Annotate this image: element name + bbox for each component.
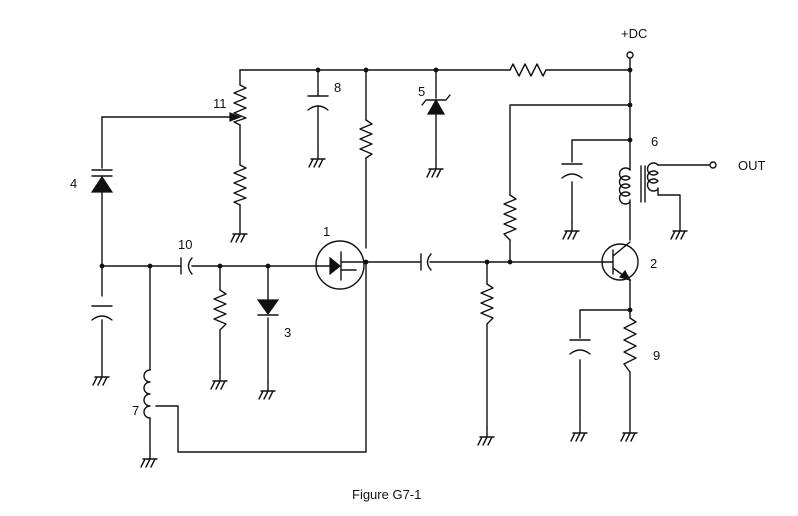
emitter-capacitor — [569, 339, 591, 355]
ground-icon — [210, 371, 228, 390]
label-6: 6 — [651, 134, 658, 149]
diode-3 — [256, 299, 280, 316]
label-8: 8 — [334, 80, 341, 95]
transformer-6 — [618, 162, 659, 205]
label-5: 5 — [418, 84, 425, 99]
base-bias-resistor — [503, 194, 517, 241]
bus-resistor — [509, 63, 547, 77]
label-11: 11 — [213, 96, 227, 111]
coupling-capacitor — [420, 253, 432, 271]
collector-capacitor — [561, 163, 583, 179]
gate-resistor — [213, 289, 227, 331]
inductor-7 — [143, 369, 151, 419]
potentiometer-11 — [229, 84, 247, 126]
dc-supply-terminal — [626, 51, 634, 59]
supply-label: +DC — [621, 26, 647, 41]
output-terminal — [709, 161, 717, 169]
output-label: OUT — [738, 158, 766, 173]
label-7: 7 — [132, 403, 139, 418]
ground-icon — [562, 221, 580, 240]
capacitor-10 — [180, 257, 193, 275]
pot-lower-resistor — [233, 164, 247, 206]
capacitor-8 — [307, 95, 329, 111]
wiring — [99, 57, 711, 453]
bjt-transistor-2 — [601, 241, 639, 281]
ground-icon — [620, 423, 638, 442]
ground-icon — [230, 224, 248, 243]
ground-icon — [92, 367, 110, 386]
drain-resistor — [359, 119, 373, 159]
label-10: 10 — [178, 237, 192, 252]
base-ground-resistor — [480, 283, 494, 325]
label-1: 1 — [323, 224, 330, 239]
label-9: 9 — [653, 348, 660, 363]
ground-icon — [308, 149, 326, 168]
ground-icon — [570, 423, 588, 442]
figure-caption: Figure G7-1 — [352, 487, 421, 502]
ground-icon — [477, 427, 495, 446]
varactor-diode-4 — [90, 169, 114, 193]
label-4: 4 — [70, 176, 77, 191]
ground-icon — [140, 449, 158, 468]
label-3: 3 — [284, 325, 291, 340]
label-2: 2 — [650, 256, 657, 271]
ground-icon — [426, 159, 444, 178]
fet-transistor-1 — [315, 240, 367, 290]
ground-icon — [258, 381, 276, 400]
capacitor-left — [91, 305, 113, 321]
emitter-resistor-9 — [623, 317, 637, 373]
zener-diode-5 — [421, 94, 451, 115]
ground-icon — [670, 221, 688, 240]
